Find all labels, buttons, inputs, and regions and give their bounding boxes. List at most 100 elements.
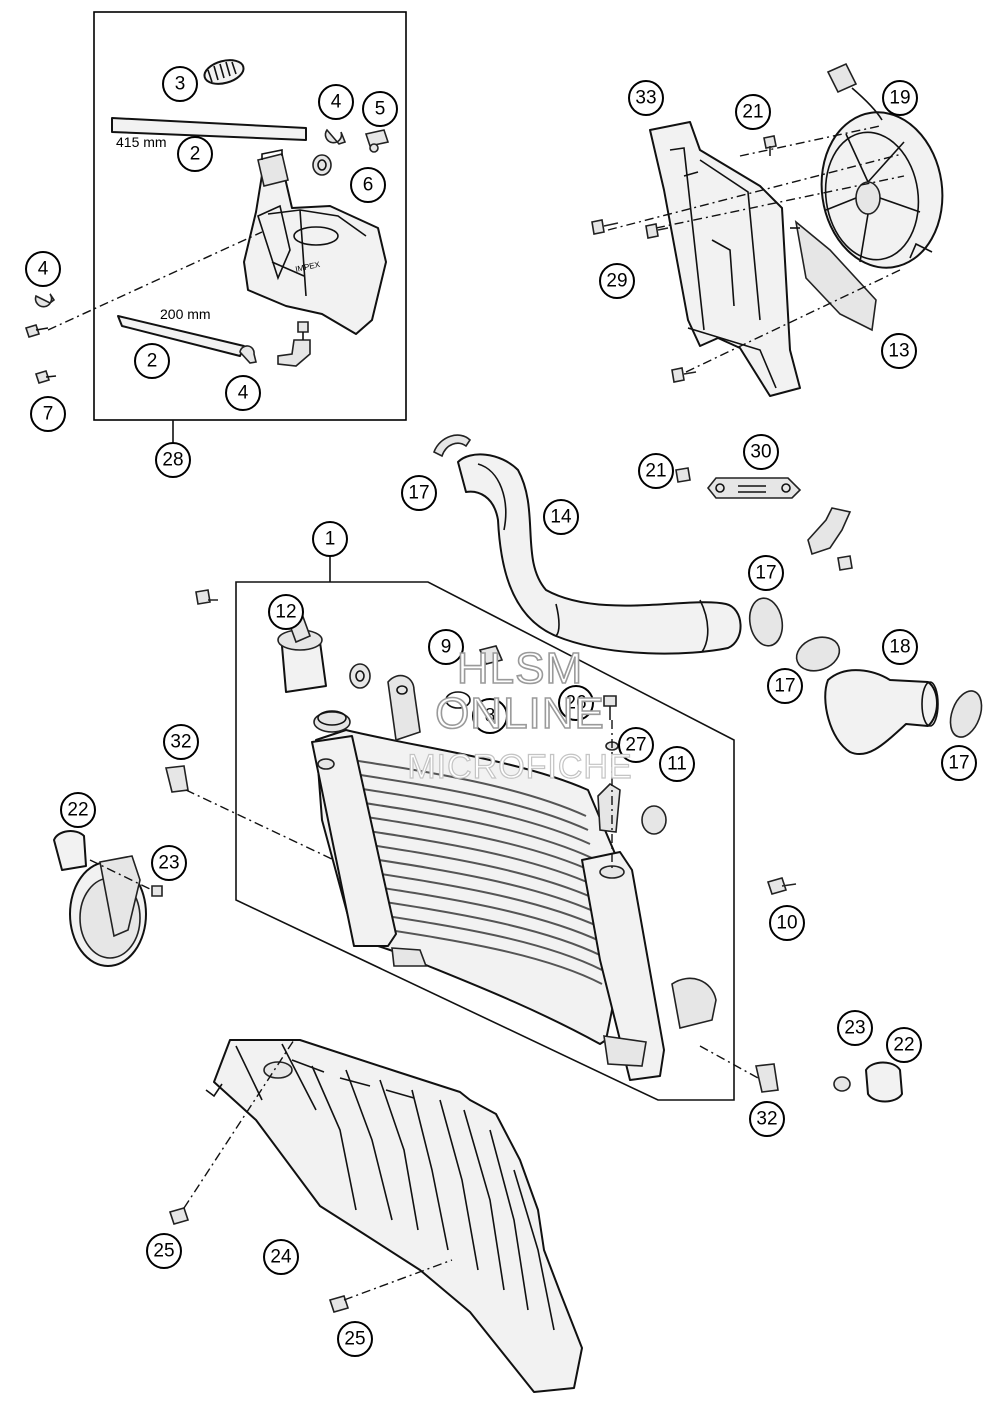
svg-text:22: 22 [893, 1035, 914, 1056]
callout-4: 4 [318, 84, 354, 120]
svg-text:17: 17 [408, 483, 429, 504]
svg-text:25: 25 [344, 1329, 365, 1350]
left-fasteners [24, 293, 57, 384]
callout-21: 21 [735, 94, 771, 130]
svg-text:2: 2 [190, 144, 201, 165]
svg-text:2: 2 [147, 351, 158, 372]
callout-22: 22 [60, 792, 96, 828]
svg-text:30: 30 [750, 442, 771, 463]
callout-19: 19 [882, 80, 918, 116]
fan-shroud [649, 121, 801, 397]
callout-22: 22 [886, 1027, 922, 1063]
tank-cap [203, 59, 245, 85]
svg-text:19: 19 [889, 88, 910, 109]
callout-17: 17 [941, 745, 977, 781]
hose-200-label: 200 mm [160, 306, 211, 322]
radiator-assembly [195, 556, 735, 1101]
fan-shroud-assembly [591, 62, 944, 397]
svg-text:33: 33 [635, 88, 656, 109]
svg-text:17: 17 [774, 676, 795, 697]
callout-2: 2 [134, 343, 170, 379]
svg-text:8: 8 [485, 706, 496, 727]
callout-29: 29 [599, 263, 635, 299]
svg-text:23: 23 [844, 1018, 865, 1039]
callout-17: 17 [748, 555, 784, 591]
callout-28: 28 [155, 442, 191, 478]
hose-415-label: 415 mm [116, 134, 167, 150]
svg-text:28: 28 [162, 450, 183, 471]
callout-23: 23 [837, 1010, 873, 1046]
svg-text:24: 24 [270, 1247, 292, 1268]
svg-text:13: 13 [888, 341, 909, 362]
coolant-hoses [432, 434, 983, 755]
callout-32: 32 [749, 1101, 785, 1137]
callout-12: 12 [268, 594, 304, 630]
callout-8: 8 [472, 698, 508, 734]
callout-25: 25 [337, 1321, 373, 1357]
callouts: 1 2 2 3 4 4 4 5 6 7 8 9 10 11 12 13 14 1… [25, 66, 977, 1357]
svg-text:5: 5 [375, 99, 386, 120]
svg-text:18: 18 [889, 637, 910, 658]
svg-text:14: 14 [550, 507, 572, 528]
callout-17: 17 [767, 668, 803, 704]
svg-text:10: 10 [776, 913, 797, 934]
callout-4: 4 [225, 375, 261, 411]
svg-text:ONLINE: ONLINE [435, 689, 605, 738]
cooling-fan [820, 62, 944, 269]
callout-24: 24 [263, 1239, 299, 1275]
expansion-tank: IMPEX [243, 149, 387, 335]
radiator-guard [168, 1039, 583, 1393]
svg-text:17: 17 [948, 753, 969, 774]
callout-1: 1 [312, 521, 348, 557]
bolt-10 [766, 877, 797, 895]
callout-5: 5 [362, 91, 398, 127]
callout-25: 25 [146, 1233, 182, 1269]
left-cover [53, 830, 163, 967]
svg-text:17: 17 [755, 563, 776, 584]
lower-hose [824, 669, 938, 755]
callout-9: 9 [428, 629, 464, 665]
callout-3: 3 [162, 66, 198, 102]
assembly-frame-1 [235, 581, 735, 1101]
svg-text:7: 7 [43, 404, 54, 425]
callout-26: 26 [558, 685, 594, 721]
svg-text:9: 9 [441, 637, 452, 658]
callout-27: 27 [618, 727, 654, 763]
svg-text:1: 1 [325, 529, 336, 550]
svg-text:21: 21 [742, 102, 763, 123]
svg-text:4: 4 [38, 259, 49, 280]
svg-text:27: 27 [625, 735, 646, 756]
callout-2: 2 [177, 136, 213, 172]
svg-text:11: 11 [667, 754, 687, 775]
callout-7: 7 [30, 396, 66, 432]
svg-text:6: 6 [363, 175, 374, 196]
callout-23: 23 [151, 845, 187, 881]
svg-text:21: 21 [645, 461, 666, 482]
right-rubber-mount [833, 1061, 903, 1103]
svg-text:HLSM: HLSM [457, 644, 583, 693]
svg-text:25: 25 [153, 1241, 174, 1262]
svg-text:3: 3 [175, 74, 186, 95]
svg-text:23: 23 [158, 853, 179, 874]
callout-21: 21 [638, 453, 674, 489]
callout-6: 6 [350, 167, 386, 203]
svg-text:12: 12 [275, 602, 296, 623]
overflow-hose-415 [111, 117, 307, 141]
callout-18: 18 [882, 629, 918, 665]
clip-fasteners [165, 765, 779, 1093]
callout-13: 13 [881, 333, 917, 369]
callout-4: 4 [25, 251, 61, 287]
svg-text:4: 4 [331, 92, 342, 113]
watermark: HLSM ONLINE MICROFICHE [407, 643, 633, 786]
expansion-tank-assembly: 415 mm IMPEX 200 mm [47, 11, 407, 445]
svg-text:32: 32 [756, 1109, 777, 1130]
svg-text:29: 29 [606, 271, 627, 292]
svg-text:32: 32 [170, 732, 191, 753]
callout-17: 17 [401, 475, 437, 511]
assembly-frame-28 [93, 11, 407, 421]
svg-text:4: 4 [238, 383, 249, 404]
callout-32: 32 [163, 724, 199, 760]
callout-10: 10 [769, 905, 805, 941]
callout-14: 14 [543, 499, 579, 535]
